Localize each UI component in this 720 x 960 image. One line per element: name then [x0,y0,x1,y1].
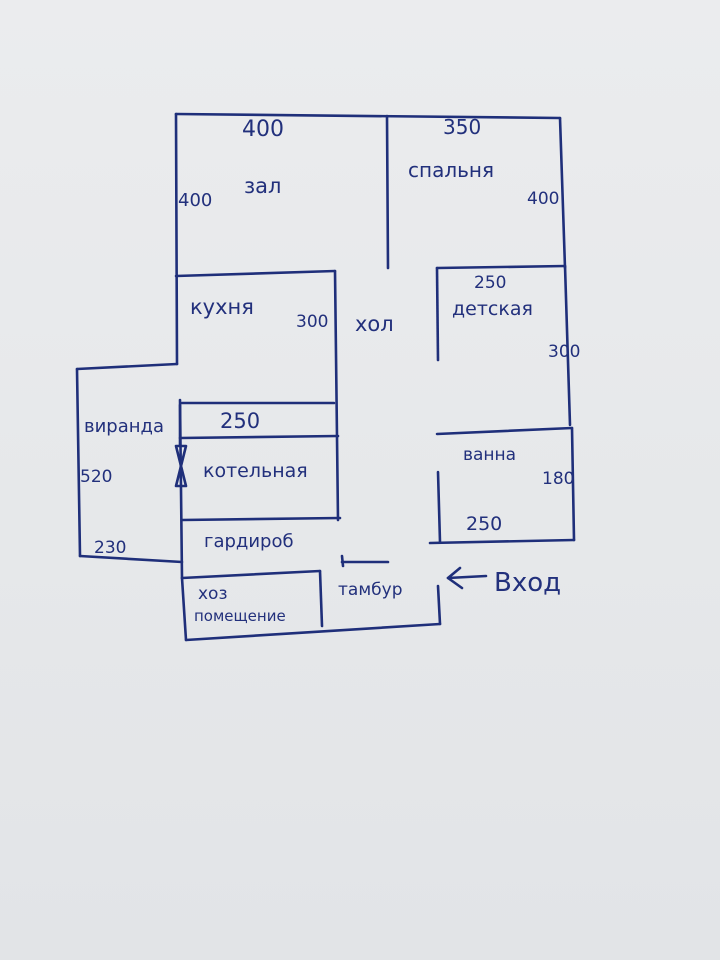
spalnya-width-label: 350 [443,115,481,139]
kukhnya-name-label: кухня [190,295,254,319]
tambur-name-label: тамбур [338,580,402,600]
veranda-name-label: виранда [84,416,164,437]
kotelnaya-name-label: котельная [203,460,308,482]
kukhnya-height-label: 300 [296,312,328,332]
detskaya-width-label: 250 [474,273,506,293]
entrance-label: Вход [494,568,561,598]
veranda-bottom-wall [78,554,184,564]
entrance-arrow-icon [446,566,488,590]
detskaya-left-wall [435,266,440,362]
east-wall [563,264,572,427]
vanna-bottom-wall [428,538,576,545]
veranda-top-wall [75,362,179,371]
khoz-name-label-line1: хоз [198,584,228,604]
vanna-right-wall [570,426,576,542]
vanna-name-label: ванна [463,445,516,465]
tambur-right-wall [436,584,442,626]
zal-spalnya-divider [385,114,390,270]
kukhnya-top-wall [174,269,337,278]
spalnya-height-label: 400 [527,189,559,209]
door-tick [340,554,345,568]
kukhnya-width-label: 250 [220,409,260,433]
zal-name-label: зал [244,174,281,198]
detskaya-top-wall [435,264,567,270]
detskaya-name-label: детская [452,298,533,320]
garderob-bottom-wall [180,569,322,580]
vanna-height-label: 180 [542,469,574,489]
khoz-tambur-divider [318,569,324,628]
vanna-width-label: 250 [466,513,502,535]
veranda-height-label: 520 [80,467,112,487]
valve-symbol [174,403,188,488]
veranda-width-label: 230 [94,538,126,558]
vanna-left-wall [436,470,442,544]
detskaya-height-label: 300 [548,342,580,362]
kotelnaya-top-wall [178,434,340,440]
spalnya-name-label: спальня [408,158,494,182]
khoz-left-wall [180,576,188,642]
khol-name-label: хол [355,312,394,336]
zal-left-wall [174,112,179,366]
kotelnaya-bottom-wall [180,516,342,522]
walls [75,112,576,642]
zal-height-label: 400 [178,190,212,211]
bottom-wall [184,622,442,642]
garderob-name-label: гардироб [204,531,294,552]
zal-width-label: 400 [242,117,284,142]
outer-top-wall [174,112,562,120]
khoz-name-label-line2: помещение [194,607,286,625]
vanna-top-wall [435,426,574,436]
kukhnya-right-wall [333,269,340,522]
veranda-left-wall [75,367,82,558]
spalnya-right-wall [558,116,567,270]
